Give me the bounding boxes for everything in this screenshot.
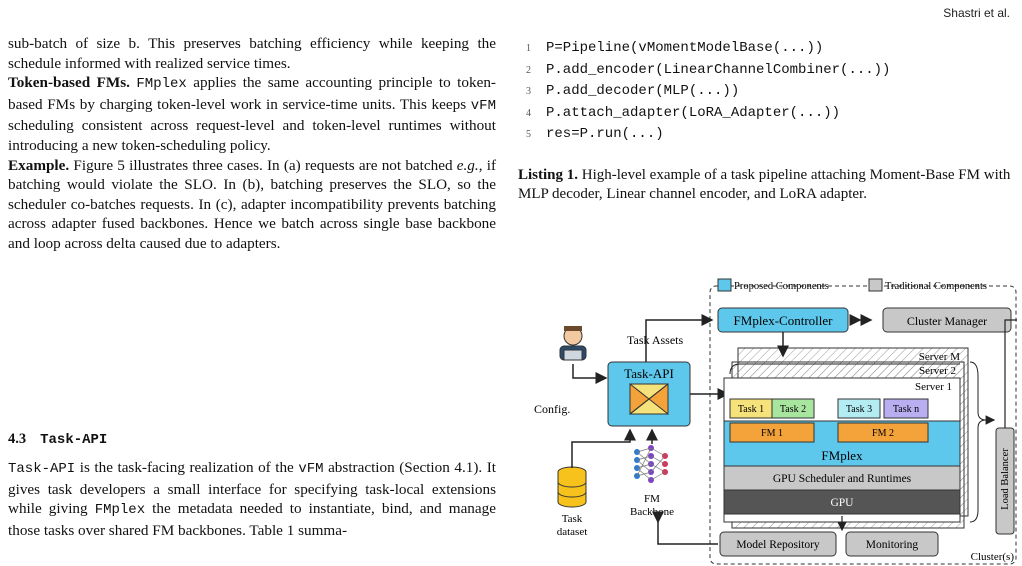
legend-proposed-label: Proposed Components (734, 281, 829, 292)
paragraph-example: Example. Figure 5 illustrates three case… (8, 156, 496, 254)
line-number: 5 (526, 129, 531, 140)
lb-to-manager-line (1004, 319, 1017, 428)
caption-text: High-level example of a task pipeline at… (518, 167, 1011, 202)
text: abstraction (Section 4.1). It gives task… (8, 459, 496, 518)
code-term: vFM (470, 97, 496, 114)
config-arrow (572, 364, 608, 384)
server-2-label: Server 2 (919, 365, 956, 377)
code-text: res=P.run(...) (546, 126, 664, 142)
section-body: Task-API is the task-facing realization … (8, 458, 496, 540)
code-line: 3 P.add_decoder(MLP(...)) (526, 81, 890, 103)
clusters-label: Cluster(s) (971, 551, 1015, 563)
code-text: P.add_encoder(LinearChannelCombiner(...)… (546, 61, 891, 78)
repository-link (652, 511, 718, 545)
fm-2-box (837, 422, 929, 443)
developer-icon (559, 326, 587, 361)
model-repository-label: Model Repository (736, 539, 820, 551)
code-line: 5 res=P.run(...) (526, 124, 890, 146)
monitoring-box (845, 531, 939, 557)
gpu-scheduler-label: GPU Scheduler and Runtimes (773, 473, 912, 485)
paragraph-continuation: sub-batch of size b. This preserves batc… (8, 35, 496, 72)
cluster-manager-label: Cluster Manager (907, 314, 987, 328)
code-term: FMplex (94, 502, 146, 519)
task-2-box (771, 398, 815, 419)
task-3-label: Task 3 (846, 404, 872, 415)
fm-backbone-label-2: Backbone (630, 506, 674, 518)
legend-traditional-swatch (868, 278, 883, 292)
code-line: 4 P.attach_adapter(LoRA_Adapter(...)) (526, 103, 890, 125)
server-1-label: Server 1 (915, 381, 952, 393)
monitoring-label: Monitoring (866, 539, 919, 551)
code-text: P.attach_adapter(LoRA_Adapter(...)) (546, 104, 841, 121)
paragraph-token-based: Token-based FMs. FMplex applies the same… (8, 73, 496, 155)
code-line: 2 P.add_encoder(LinearChannelCombiner(...… (526, 60, 890, 82)
task-dataset-label-2: dataset (557, 526, 588, 538)
servers-right-brace (969, 361, 987, 523)
text: the metadata needed to instantiate, bind… (8, 500, 496, 539)
dataset-arrow (571, 428, 636, 468)
section-number: 4.3 (8, 431, 27, 447)
caption-label: Listing 1. (518, 167, 579, 183)
task-assets-arrow (645, 314, 714, 362)
fmplex-label: FMplex (821, 448, 863, 463)
section-title: Task-API (40, 432, 108, 448)
left-column: sub-batch of size b. This preserves batc… (8, 34, 496, 254)
fm-1-box (729, 422, 815, 443)
run-in-heading: Example. (8, 156, 70, 174)
running-head: Shastri et al. (943, 6, 1010, 20)
legend-proposed-swatch (717, 278, 732, 292)
text: , if batching would violate the SLO. In … (8, 156, 496, 252)
code-term: vFM (298, 461, 324, 477)
cluster-boundary (709, 285, 1017, 565)
fmplex-controller-label: FMplex-Controller (734, 313, 834, 328)
task-1-label: Task 1 (738, 404, 764, 415)
text: scheduling consistent across request-lev… (8, 117, 496, 154)
fm-1-label: FM 1 (761, 428, 783, 439)
line-number: 2 (526, 64, 531, 76)
architecture-figure: Proposed Components Traditional Componen… (534, 278, 1017, 565)
task-api-label: Task-API (624, 366, 674, 381)
task-dataset-label-1: Task (562, 513, 583, 525)
server-m-label: Server M (919, 351, 960, 363)
task-assets-label: Task Assets (627, 333, 683, 347)
line-number: 3 (526, 86, 531, 97)
load-balancer-label: Load Balancer (1000, 448, 1011, 510)
gpu-label: GPU (830, 497, 854, 509)
config-label: Config. (534, 402, 570, 416)
task-2-label: Task 2 (780, 404, 806, 415)
section-heading: 4.3 Task-API (8, 431, 107, 448)
funnel-icon (629, 382, 669, 416)
task-n-label: Task n (893, 404, 919, 415)
fm-2-label: FM 2 (872, 428, 894, 439)
code-text: P=Pipeline(vMomentModelBase(...)) (546, 40, 824, 56)
text: Figure 5 illustrates three cases. In (a)… (69, 156, 457, 174)
italic-text: e.g. (456, 156, 479, 174)
gpu-layer (723, 489, 961, 515)
line-number: 1 (526, 43, 531, 54)
code-term: FMplex (136, 76, 187, 93)
code-text: P.add_decoder(MLP(...)) (546, 83, 740, 99)
text: is the task-facing realization of the (75, 459, 299, 476)
database-icon (557, 466, 587, 508)
run-in-heading: Token-based FMs. (8, 74, 130, 92)
line-number: 4 (526, 107, 531, 119)
task-n-box (883, 398, 929, 419)
listing-caption: Listing 1. High-level example of a task … (518, 166, 1016, 204)
legend-traditional-label: Traditional Components (885, 281, 987, 292)
code-line: 1 P=Pipeline(vMomentModelBase(...)) (526, 38, 890, 60)
servers-brace (729, 363, 960, 375)
neural-network-icon (634, 445, 668, 483)
fm-backbone-label-1: FM (644, 493, 660, 505)
text: applies the same accounting principle to… (8, 74, 496, 113)
code-term: Task-API (8, 461, 76, 477)
task-3-box (837, 398, 881, 419)
model-repository-box (719, 531, 837, 557)
